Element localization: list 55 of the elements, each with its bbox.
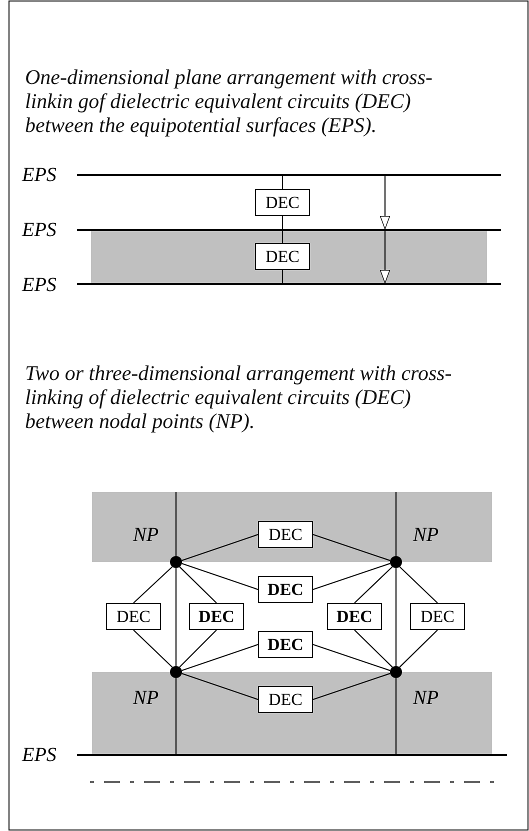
connector-line (175, 492, 177, 556)
equipotential-surface-line (77, 174, 501, 176)
connector-line (175, 678, 177, 754)
arrow (380, 176, 390, 230)
equipotential-surface-line (77, 754, 507, 756)
node-label: NP (413, 524, 439, 546)
connector-line (399, 630, 438, 668)
circuit-box: DEC (258, 576, 313, 603)
connector-line (395, 492, 397, 556)
connector-line (282, 176, 284, 189)
connector-line (395, 678, 397, 754)
connector-line (312, 644, 390, 672)
connector-line (399, 566, 438, 604)
circuit-box: DEC (255, 243, 310, 270)
arrow (380, 231, 390, 284)
connector-line (133, 566, 173, 604)
circuit-box: DEC (106, 603, 161, 630)
circuit-box: DEC (255, 189, 310, 216)
connector-line (312, 534, 390, 562)
connector-line (179, 566, 217, 604)
node-label: EPS (22, 219, 56, 241)
nodal-point (170, 666, 182, 678)
connector-line (282, 270, 284, 283)
circuit-box: DEC (410, 603, 465, 630)
connector-line (354, 630, 393, 668)
caption-text: One-dimensional plane arrangement with cross-linkin gof dielectric equivalent circuits (DEC) between the equipotential surfaces (EPS). (25, 65, 434, 137)
connector-line (182, 534, 258, 562)
circuit-box: DEC (189, 603, 244, 630)
circuit-box: DEC (258, 631, 313, 658)
connector-line (182, 562, 258, 590)
circuit-box: DEC (258, 686, 313, 713)
node-label: EPS (22, 744, 56, 766)
circuit-box: DEC (258, 521, 313, 548)
connector-line (312, 562, 390, 590)
connector-line (354, 566, 393, 604)
connector-line (179, 630, 217, 668)
shaded-layer (92, 492, 492, 562)
node-label: NP (133, 524, 159, 546)
circuit-box: DEC (327, 603, 382, 630)
node-label: NP (413, 687, 439, 709)
caption-text: Two or three-dimensional arrangement with cross-linking of dielectric equivalent circuits (DEC) between nodal points (NP). (25, 361, 453, 433)
node-label: NP (133, 687, 159, 709)
node-label: EPS (22, 164, 56, 186)
connector-line (182, 644, 258, 672)
equipotential-surface-line (77, 282, 501, 286)
connector-line (133, 630, 173, 668)
connector-line (395, 568, 397, 666)
connector-line (182, 672, 258, 700)
equipotential-surface-line (77, 228, 501, 232)
nodal-point (390, 666, 402, 678)
connector-line (312, 672, 390, 700)
node-label: EPS (22, 274, 56, 296)
connector-line (282, 231, 284, 243)
connector-line (175, 568, 177, 666)
connector-line (282, 216, 284, 229)
